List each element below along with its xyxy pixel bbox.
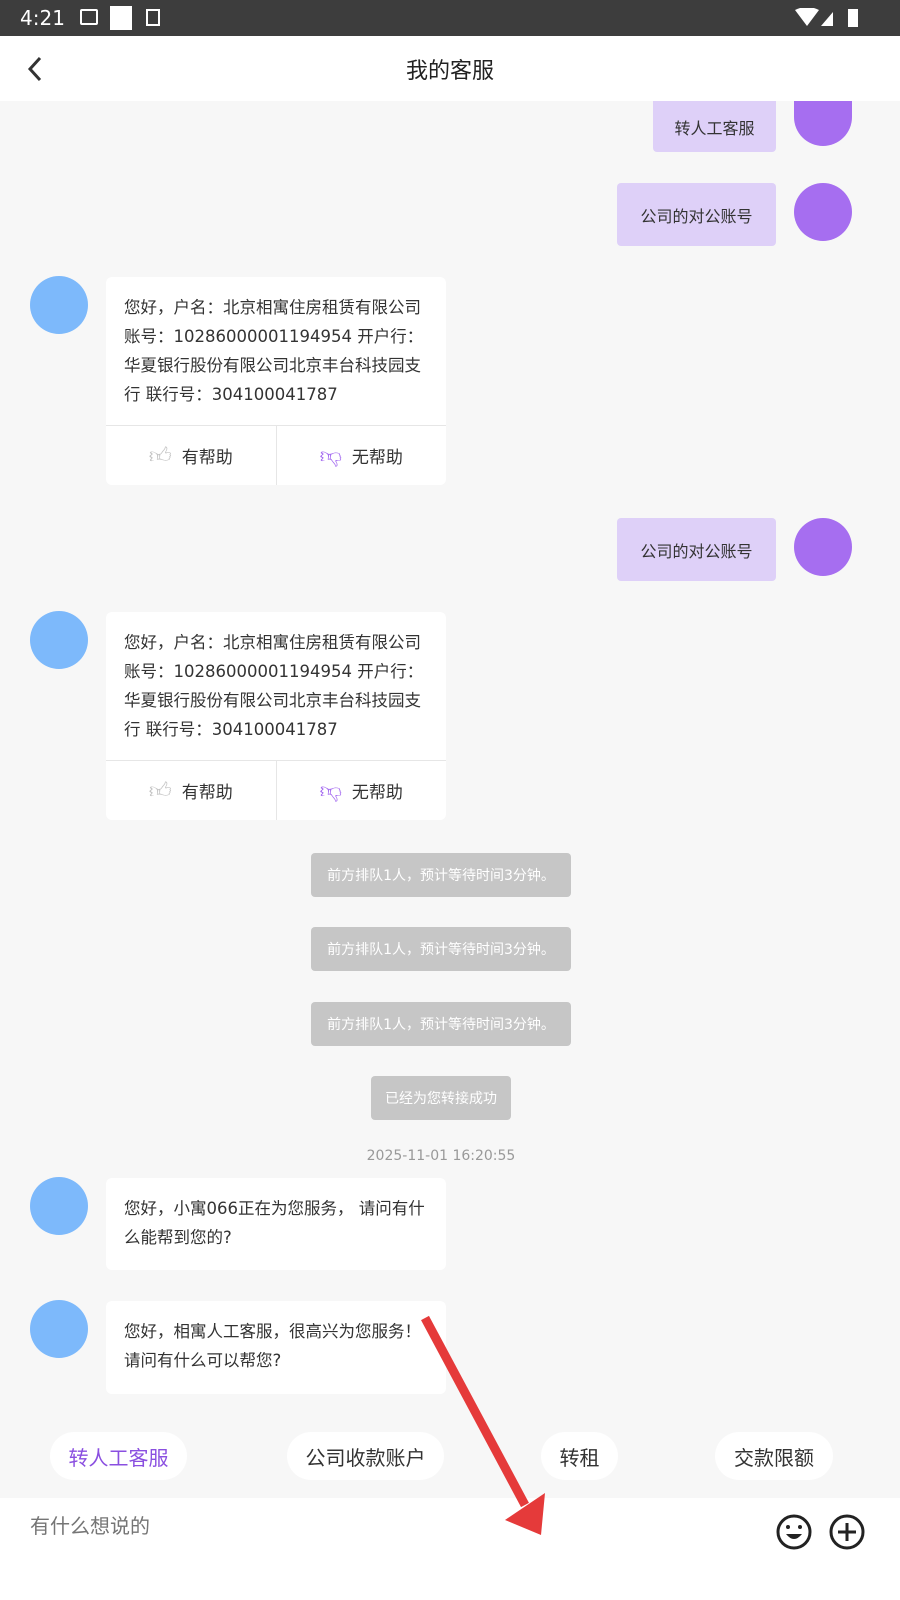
page-title: 我的客服 [405,59,494,84]
bot-message: 您好，户名：北京相寓住房租赁有限公司 账号：10286000001194954 … [106,277,446,485]
bot-message-text: 您好，相寓人工客服，很高兴为您服务！请问有什么可以帮您? [124,1322,421,1370]
system-notice: 前方排队1人，预计等待时间3分钟。 [311,853,571,897]
bot-avatar-headset-icon [30,1177,88,1235]
bot-message-text: 您好，小寓066正在为您服务， 请问有什么能帮到您的? [124,1199,425,1247]
helpful-button[interactable]: 👍︎有帮助 [148,444,233,469]
back-button[interactable] [22,54,52,84]
user-avatar [794,183,852,241]
helpful-button[interactable]: 👍︎有帮助 [148,779,233,804]
input-bar [0,1498,900,1600]
timestamp: 2025-11-01 16:20:55 [366,1148,516,1164]
user-avatar [794,518,852,576]
bot-message: 您好，相寓人工客服，很高兴为您服务！请问有什么可以帮您? [106,1301,446,1394]
bot-message-text: 您好，户名：北京相寓住房租赁有限公司 账号：10286000001194954 … [124,633,424,739]
user-message: 公司的对公账号 [617,518,776,581]
quick-reply-payment-limit[interactable]: 交款限额 [715,1432,833,1480]
bot-avatar-headset-icon [30,1300,88,1358]
image-icon [80,9,98,25]
system-notice: 前方排队1人，预计等待时间3分钟。 [311,1002,571,1046]
message-input[interactable] [30,1514,730,1538]
system-notice: 已经为您转接成功 [371,1076,511,1120]
system-notice: 前方排队1人，预计等待时间3分钟。 [311,927,571,971]
bot-message: 您好，小寓066正在为您服务， 请问有什么能帮到您的? [106,1178,446,1270]
thumbs-down-icon: 👎︎ [319,444,342,469]
thumbs-up-icon: 👍︎ [148,779,172,804]
quick-reply-company-account[interactable]: 公司收款账户 [287,1432,444,1480]
bot-message: 您好，户名：北京相寓住房租赁有限公司 账号：10286000001194954 … [106,612,446,820]
top-nav: 我的客服 [0,36,900,101]
emoji-button[interactable] [776,1514,812,1550]
bot-message-text: 您好，户名：北京相寓住房租赁有限公司 账号：10286000001194954 … [124,298,424,404]
bot-avatar-headset-icon [30,276,88,334]
status-bar: 4:21 [0,0,900,36]
a-icon [146,9,160,26]
unhelpful-button[interactable]: 👎︎无帮助 [275,761,447,820]
notification-icon [110,6,132,30]
bot-avatar-headset-icon [30,611,88,669]
user-message: 转人工客服 [653,101,776,152]
status-time: 4:21 [20,6,65,30]
quick-reply-sublet[interactable]: 转租 [541,1432,618,1480]
user-message: 公司的对公账号 [617,183,776,246]
quick-reply-transfer-agent[interactable]: 转人工客服 [50,1432,187,1480]
thumbs-down-icon: 👎︎ [319,779,342,804]
plus-button[interactable] [829,1514,865,1550]
wifi-signal-battery-icon [795,8,858,27]
user-avatar [794,101,852,146]
unhelpful-button[interactable]: 👎︎无帮助 [275,426,447,485]
thumbs-up-icon: 👍︎ [148,444,172,469]
